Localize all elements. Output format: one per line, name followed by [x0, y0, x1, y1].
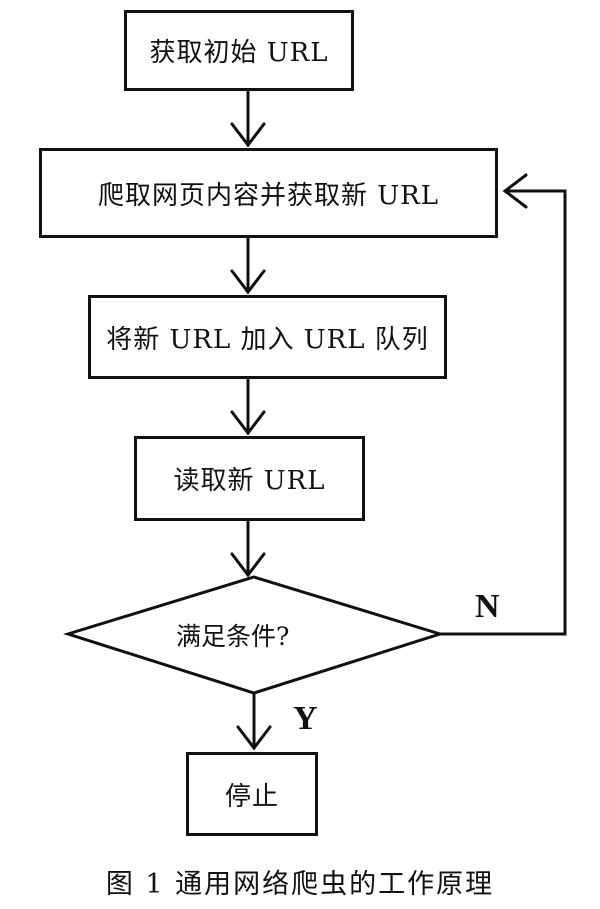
loop-arrow-decision-to-crawl: [438, 189, 567, 636]
start-node-label: 获取初始 URL: [149, 38, 329, 68]
read-node: 读取新 URL: [134, 436, 365, 521]
arrowhead-enqueue-to-read: [230, 410, 266, 436]
arrowhead-crawl-to-enqueue: [230, 269, 266, 295]
decision-diamond: [62, 575, 446, 695]
enqueue-node-label: 将新 URL 加入 URL 队列: [106, 324, 429, 355]
branch-label-no: N: [475, 588, 500, 625]
branch-label-yes: Y: [293, 700, 318, 737]
arrowhead-loop-to-crawl: [502, 173, 528, 209]
stop-node: 停止: [186, 752, 318, 836]
figure-caption: 图 1 通用网络爬虫的工作原理: [105, 869, 495, 900]
decision-label: 满足条件?: [176, 622, 290, 651]
enqueue-node: 将新 URL 加入 URL 队列: [88, 295, 447, 379]
start-node: 获取初始 URL: [124, 10, 354, 91]
crawl-node-label: 爬取网页内容并获取新 URL: [97, 180, 440, 211]
arrowhead-decision-to-stop: [236, 725, 272, 751]
crawl-node: 爬取网页内容并获取新 URL: [39, 148, 498, 238]
arrowhead-read-to-decision: [230, 552, 266, 578]
arrowhead-start-to-crawl: [230, 122, 266, 148]
read-node-label: 读取新 URL: [173, 466, 326, 496]
stop-node-label: 停止: [224, 781, 279, 812]
